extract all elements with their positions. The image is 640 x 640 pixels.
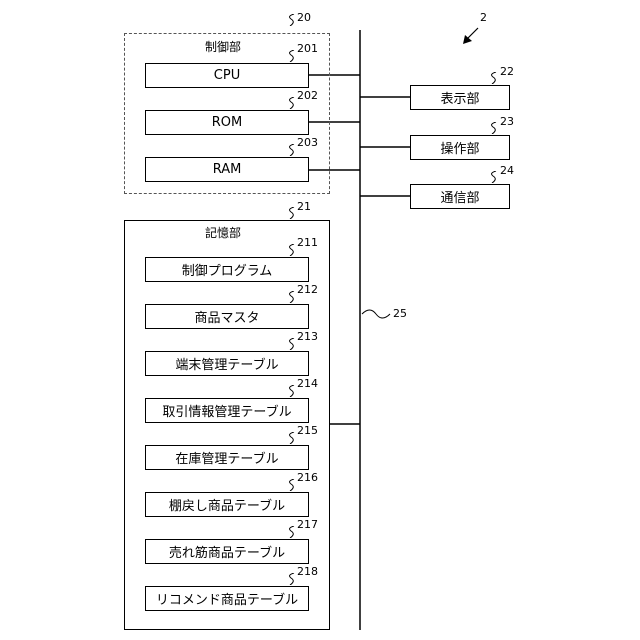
- ram-box: RAM: [145, 157, 309, 182]
- display-unit-ref-leader: [490, 72, 500, 84]
- operation-unit-box: 操作部: [410, 135, 510, 160]
- figure-ref-arrowhead: [463, 35, 472, 44]
- returned-products-table-box: 棚戻し商品テーブル: [145, 492, 309, 517]
- inventory-table-ref: 215: [297, 425, 318, 436]
- storage-unit-title: 記憶部: [205, 227, 241, 239]
- recommend-table-ref: 218: [297, 566, 318, 577]
- display-unit-ref: 22: [500, 66, 514, 77]
- transaction-info-table-ref: 214: [297, 378, 318, 389]
- storage-unit-ref: 21: [297, 201, 311, 212]
- ram-ref: 203: [297, 137, 318, 148]
- cpu-ref: 201: [297, 43, 318, 54]
- communication-unit-ref-leader: [490, 171, 500, 183]
- bus-ref: 25: [393, 308, 407, 319]
- transaction-info-table-box: 取引情報管理テーブル: [145, 398, 309, 423]
- terminal-management-table-ref: 213: [297, 331, 318, 342]
- product-master-box: 商品マスタ: [145, 304, 309, 329]
- control-program-box: 制御プログラム: [145, 257, 309, 282]
- bestseller-table-ref: 217: [297, 519, 318, 530]
- operation-unit-ref: 23: [500, 116, 514, 127]
- control-unit-title: 制御部: [205, 41, 241, 53]
- display-unit-box: 表示部: [410, 85, 510, 110]
- control-program-ref: 211: [297, 237, 318, 248]
- communication-unit-box: 通信部: [410, 184, 510, 209]
- bus-ref-leader: [362, 310, 390, 318]
- rom-box: ROM: [145, 110, 309, 135]
- bestseller-table-box: 売れ筋商品テーブル: [145, 539, 309, 564]
- returned-products-table-ref: 216: [297, 472, 318, 483]
- inventory-table-box: 在庫管理テーブル: [145, 445, 309, 470]
- product-master-ref: 212: [297, 284, 318, 295]
- rom-ref: 202: [297, 90, 318, 101]
- control-unit-ref: 20: [297, 12, 311, 23]
- terminal-management-table-box: 端末管理テーブル: [145, 351, 309, 376]
- communication-unit-ref: 24: [500, 165, 514, 176]
- operation-unit-ref-leader: [490, 122, 500, 134]
- recommend-table-box: リコメンド商品テーブル: [145, 586, 309, 611]
- figure-ref-label: 2: [480, 12, 487, 23]
- cpu-box: CPU: [145, 63, 309, 88]
